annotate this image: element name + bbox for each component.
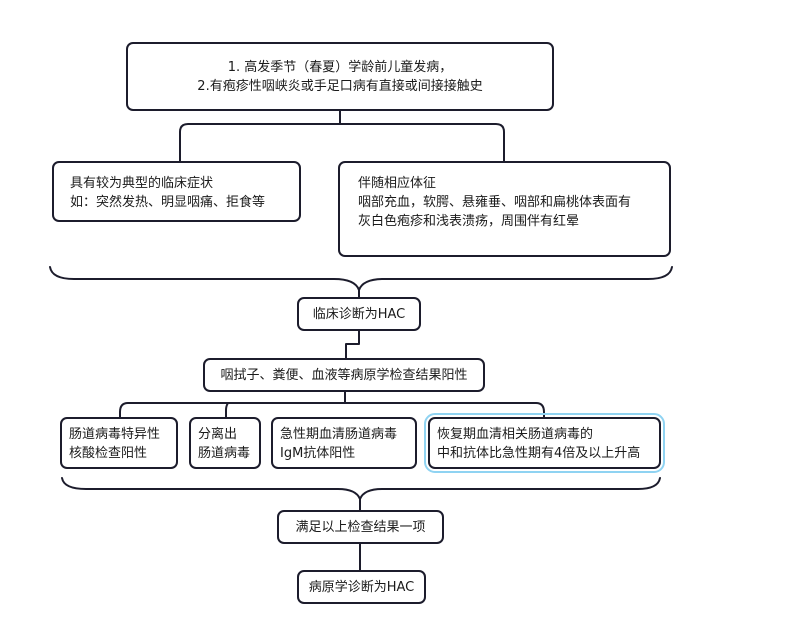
criteria-label: 满足以上检查结果一项: [295, 520, 426, 535]
test-isolation-line-2: 肠道病毒: [198, 446, 251, 461]
test-isolation-box[interactable]: 分离出 肠道病毒: [189, 417, 261, 469]
epidemiology-box[interactable]: 1. 高发季节（春夏）学龄前儿童发病， 2.有疱疹性咽峡炎或手足口病有直接或间接…: [126, 42, 554, 111]
connector-branch-2: [119, 402, 545, 418]
brace-2: [61, 477, 661, 500]
etiologic-diagnosis-label: 病原学诊断为HAC: [308, 580, 415, 595]
symptoms-box[interactable]: 具有较为典型的临床症状 如：突然发热、明显咽痛、拒食等: [52, 161, 301, 222]
test-igm-line-1: 急性期血清肠道病毒: [280, 427, 398, 442]
test-nucleic-box[interactable]: 肠道病毒特异性 核酸检查阳性: [60, 417, 178, 469]
specimens-box[interactable]: 咽拭子、粪便、血液等病原学检查结果阳性: [203, 358, 485, 392]
test-antibody-box[interactable]: 恢复期血清相关肠道病毒的 中和抗体比急性期有4倍及以上升高: [424, 413, 665, 473]
epidemiology-line-1: 1. 高发季节（春夏）学龄前儿童发病，: [227, 60, 453, 75]
connector-branch-2b: [225, 402, 229, 418]
signs-line-3: 灰白色疱疹和浅表溃疡，周围伴有红晕: [358, 214, 580, 229]
connector-clinical: [345, 329, 360, 359]
signs-box[interactable]: 伴随相应体征 咽部充血，软腭、悬雍垂、咽部和扁桃体表面有 灰白色疱疹和浅表溃疡，…: [338, 161, 671, 257]
test-igm-line-2: IgM抗体阳性: [280, 446, 356, 461]
criteria-box[interactable]: 满足以上检查结果一项: [277, 510, 444, 544]
test-igm-box[interactable]: 急性期血清肠道病毒 IgM抗体阳性: [271, 417, 417, 469]
symptoms-line-1: 具有较为典型的临床症状: [70, 176, 214, 191]
test-nucleic-line-1: 肠道病毒特异性: [69, 427, 161, 442]
epidemiology-line-2: 2.有疱疹性咽峡炎或手足口病有直接或间接接触史: [197, 79, 483, 94]
symptoms-line-2: 如：突然发热、明显咽痛、拒食等: [70, 195, 266, 210]
specimens-label: 咽拭子、粪便、血液等病原学检查结果阳性: [220, 368, 468, 383]
etiologic-diagnosis-box[interactable]: 病原学诊断为HAC: [297, 570, 426, 604]
clinical-diagnosis-label: 临床诊断为HAC: [312, 307, 406, 322]
test-antibody-line-2: 中和抗体比急性期有4倍及以上升高: [437, 446, 641, 461]
clinical-diagnosis-box[interactable]: 临床诊断为HAC: [297, 297, 421, 331]
signs-line-2: 咽部充血，软腭、悬雍垂、咽部和扁桃体表面有: [358, 195, 632, 210]
test-antibody-line-1: 恢复期血清相关肠道病毒的: [437, 427, 594, 442]
connector-branch-1: [179, 123, 505, 162]
test-isolation-line-1: 分离出: [198, 427, 238, 442]
test-nucleic-line-2: 核酸检查阳性: [69, 446, 148, 461]
signs-line-1: 伴随相应体征: [358, 176, 437, 191]
brace-1: [49, 266, 673, 291]
